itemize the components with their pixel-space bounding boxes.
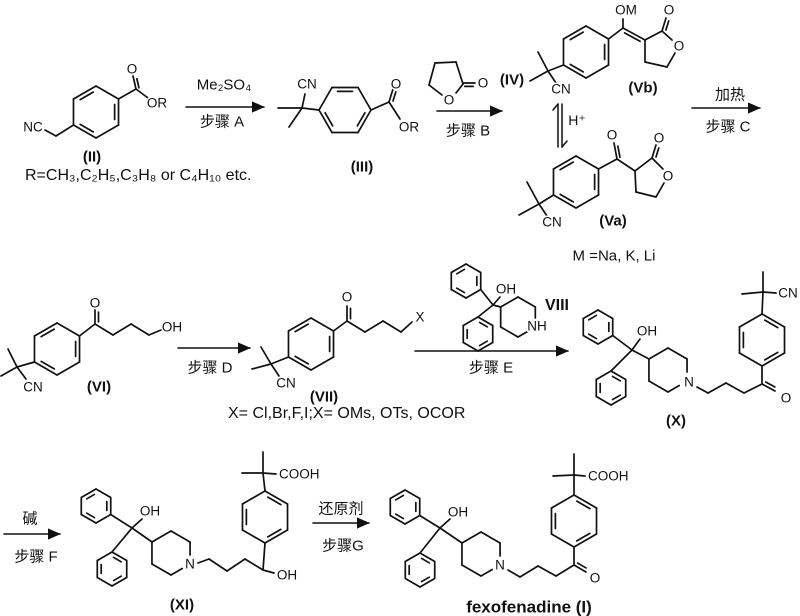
atom-nh: NH	[527, 319, 547, 334]
compound-label-iv: (IV)	[499, 71, 525, 89]
atom-n: N	[185, 557, 195, 572]
compound-label-viii: VIII	[544, 297, 570, 314]
atom-or: OR	[147, 96, 168, 111]
reaction-arrows	[3, 101, 761, 540]
structure-iii: CN O OR	[277, 75, 421, 136]
atom-cn: CN	[542, 215, 562, 230]
compound-label-iii: (III)	[350, 158, 374, 176]
structure-butyrolactone: OO	[428, 61, 490, 109]
note-r-groups: R=CH₃,C₂H₅,C₃H₈ or C₄H₁₀ etc.	[25, 167, 252, 184]
atom-n: N	[684, 375, 694, 390]
atom-o: O	[90, 296, 101, 311]
note-x-groups: X= Cl,Br,F,I;X= OMs, OTs, OCOR	[228, 405, 466, 422]
atom-cn: CN	[297, 77, 317, 92]
atom-o: O	[781, 391, 792, 406]
step-g-label: 步骤G	[322, 537, 364, 555]
compound-label-vi: (VI)	[86, 378, 112, 396]
atom-x: X	[415, 310, 424, 325]
structure-vb: OM O O CN	[529, 1, 686, 98]
atom-oh: OH	[162, 320, 182, 335]
structure-fexofenadine-i: COOH OH N O	[389, 453, 630, 588]
equilibrium-arrows: H⁺	[552, 103, 587, 148]
compound-label-vb: (Vb)	[628, 79, 658, 97]
atom-o: O	[127, 62, 138, 77]
atom-oh: OH	[496, 282, 516, 297]
structure-va: O O O CN	[518, 126, 675, 231]
step-g-reagent: 还原剂	[318, 500, 364, 518]
compound-label-x: (X)	[666, 412, 686, 430]
atom-n: N	[495, 558, 505, 573]
atom-o: O	[444, 93, 455, 108]
atom-o: O	[342, 290, 353, 305]
atom-oh: OH	[140, 504, 160, 519]
structure-xi: COOH OH N OH	[80, 451, 321, 587]
structure-vi: O OH CN	[0, 294, 184, 396]
atom-h-plus: H⁺	[568, 112, 586, 128]
atom-cn: CN	[551, 82, 571, 97]
atom-cn: CN	[23, 380, 43, 395]
step-a-reagent: Me₂SO₄	[196, 76, 252, 94]
atom-nc: NC	[23, 120, 43, 135]
atom-o: O	[663, 169, 674, 184]
atom-oh: OH	[637, 324, 657, 339]
atom-o: O	[478, 76, 489, 91]
structure-viii: OH NH	[450, 263, 548, 352]
step-f-reagent: 碱	[22, 510, 38, 528]
atom-cn: CN	[276, 376, 296, 391]
atom-o: O	[391, 77, 402, 92]
note-m-metals: M =Na, K, Li	[572, 247, 656, 265]
compound-label-va: (Va)	[599, 212, 627, 230]
atom-or: OR	[399, 120, 420, 135]
step-c-reagent: 加热	[714, 86, 746, 104]
atom-o: O	[654, 131, 665, 146]
step-d-label: 步骤 D	[187, 359, 233, 377]
structure-ii: O OR NC	[22, 60, 169, 139]
compound-label-vii: (VII)	[309, 388, 339, 406]
step-e-label: 步骤 E	[468, 359, 514, 377]
atom-o: O	[674, 39, 685, 54]
step-f-label: 步骤 F	[14, 548, 58, 566]
atom-cooh: COOH	[588, 469, 629, 484]
structure-vii: O X CN	[251, 288, 426, 392]
compound-label-fexofenadine: fexofenadine (I)	[466, 597, 592, 616]
atom-cn: CN	[778, 286, 798, 301]
atom-o: O	[607, 128, 618, 143]
step-b-label: 步骤 B	[445, 122, 491, 140]
compound-label-ii: (II)	[82, 148, 102, 166]
atom-o: O	[664, 3, 675, 18]
compound-label-xi: (XI)	[169, 596, 195, 614]
atom-oh: OH	[448, 505, 468, 520]
structure-x: CN O OH N	[582, 271, 799, 407]
atom-cooh: COOH	[279, 467, 320, 482]
step-a-label: 步骤 A	[199, 113, 245, 131]
step-c-label: 步骤 C	[705, 118, 751, 136]
atom-o: O	[590, 571, 601, 586]
atom-oh: OH	[277, 568, 297, 583]
atom-om: OM	[615, 3, 637, 18]
